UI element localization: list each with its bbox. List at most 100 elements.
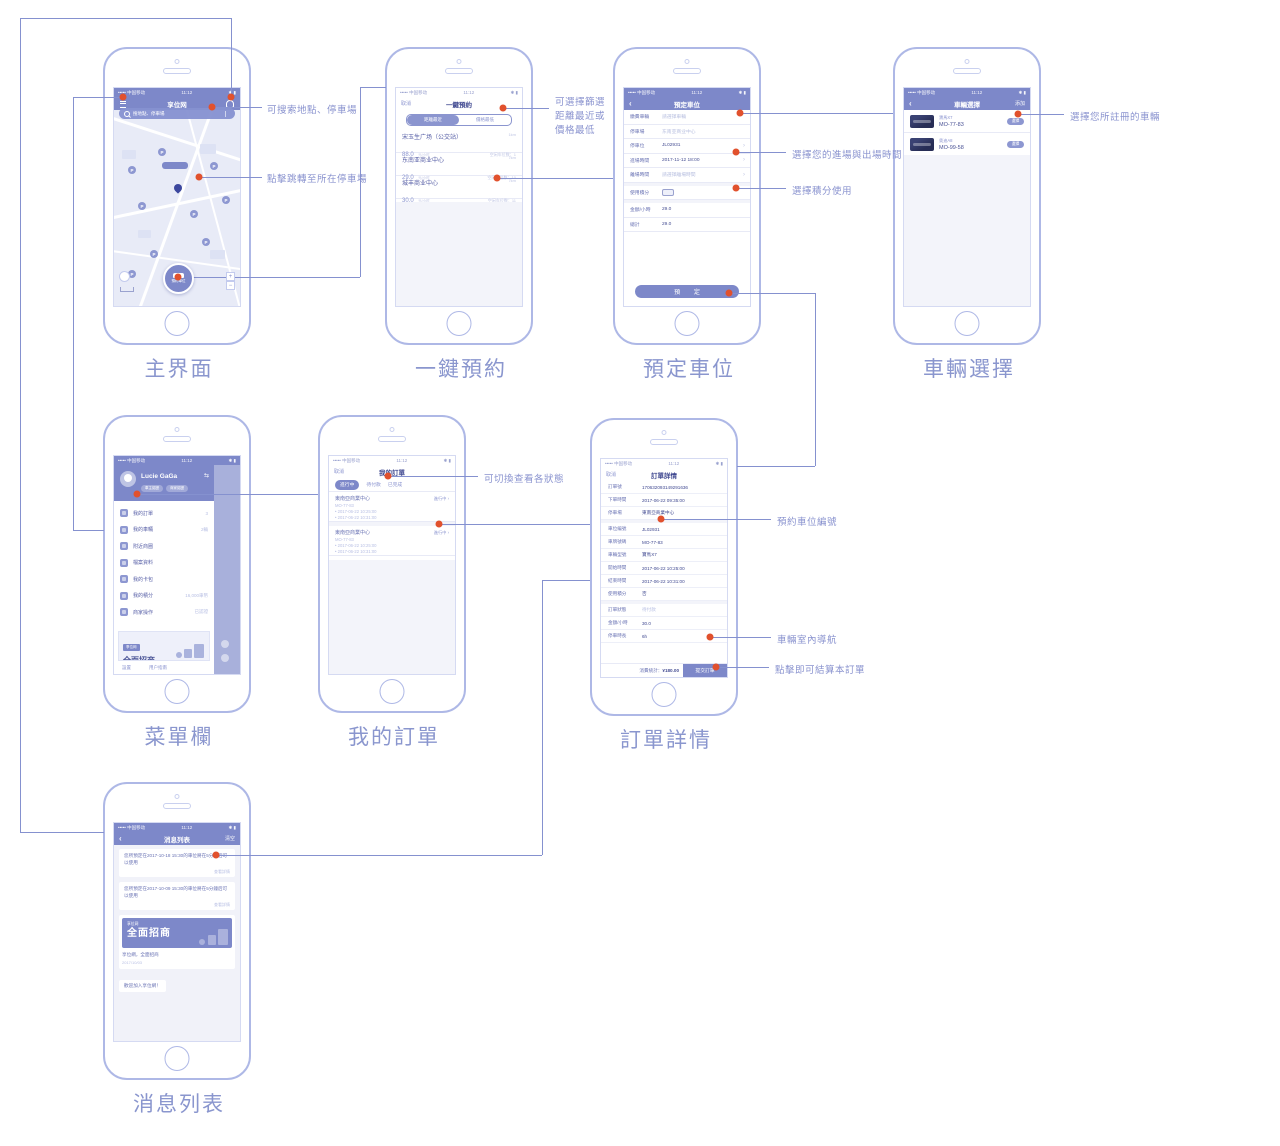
menu-label: 我的訂單 <box>133 510 154 517</box>
user-guide-link[interactable]: 用户指南 <box>149 665 167 670</box>
detail-label: 車位編號 <box>608 526 627 531</box>
lot-distance: 7km <box>508 155 516 160</box>
cancel-button[interactable]: 取消 <box>401 101 412 107</box>
search-bar[interactable]: 搜地點、停車場 <box>119 108 235 119</box>
zoom-out-button[interactable]: − <box>226 281 235 290</box>
status-right: ✱ ▮ <box>443 457 451 463</box>
settings-link[interactable]: 設置 <box>122 665 131 670</box>
tab-in-progress[interactable]: 進行中 <box>335 479 360 490</box>
reserve-spot-button[interactable]: 預約車位 <box>163 263 194 294</box>
home-button[interactable] <box>954 311 980 336</box>
selected-parking-callout[interactable] <box>162 162 188 169</box>
detail-label: 金額/小時 <box>608 620 628 625</box>
parking-marker[interactable]: P <box>210 162 218 170</box>
cost-summary: 消費統計：¥180.00 <box>601 668 683 674</box>
order-card[interactable]: 東南亞商業中心 MO-77-83 • 2017-06-22 10:25:00 •… <box>329 492 455 522</box>
home-button[interactable] <box>446 311 472 336</box>
form-row-points[interactable]: 使用積分 <box>624 186 750 200</box>
order-lot-name: 東南亞商業中心 <box>335 496 371 502</box>
points-toggle[interactable] <box>662 188 674 196</box>
view-detail-link[interactable]: 查看詳情 <box>214 902 230 907</box>
menu-item-wallet[interactable]: 我的卡包 <box>114 571 214 588</box>
back-icon[interactable]: ‹ <box>119 834 122 843</box>
menu-label: 我的車輛 <box>133 527 154 534</box>
order-card[interactable]: 東南亞商業中心 MO-77-83 • 2017-06-22 10:25:00 •… <box>329 526 455 556</box>
submit-reserve-button[interactable]: 預 定 <box>635 285 739 298</box>
home-button[interactable] <box>379 679 405 704</box>
reserve-form: 繳費車輛 請選擇車輛 停車場 东南亚商业中心 停車位 JL02931 › 進場時… <box>624 110 750 232</box>
compass-icon[interactable] <box>119 271 130 282</box>
parking-marker-label: P <box>130 167 134 173</box>
status-bar: ••••• 中国移动 11:12 ✱ ▮ <box>396 88 522 97</box>
row-label: 停車場 <box>630 129 645 135</box>
parking-marker[interactable]: P <box>128 270 136 278</box>
annotation-dot <box>435 520 443 528</box>
annotation-spot-no: 預約車位編號 <box>777 517 838 528</box>
parking-marker[interactable]: P <box>158 148 166 156</box>
menu-item-nearby[interactable]: 附近商圈 <box>114 538 214 555</box>
parking-marker[interactable]: P <box>190 210 198 218</box>
back-icon[interactable]: ‹ <box>629 99 632 108</box>
tab-finished[interactable]: 已完成 <box>387 483 403 488</box>
home-button[interactable] <box>164 1046 190 1071</box>
lot-price-unit: 元/小时 <box>418 199 430 203</box>
switch-account-icon[interactable]: ⇆ <box>203 473 209 479</box>
message-card[interactable]: 您所預定在2017-10-09 15:30的車位將在5分鐘后可以使用 查看詳情 <box>119 882 235 910</box>
dimmed-map-area[interactable] <box>212 465 240 674</box>
promo-banner[interactable]: 享位网 全面招商 <box>122 918 232 948</box>
screen-main-map: ••••• 中国移动 11:12 ✱ ▮ 享位网 <box>113 87 241 307</box>
annotation-line <box>201 177 262 178</box>
speaker-slot <box>378 436 406 442</box>
order-status-link[interactable]: 進行中 › <box>433 530 449 535</box>
tab-nearest[interactable]: 距離最近 <box>407 115 459 125</box>
zoom-in-button[interactable]: + <box>226 272 235 281</box>
clear-messages-button[interactable]: 清空 <box>224 836 235 842</box>
parking-marker[interactable]: P <box>138 202 146 210</box>
home-button[interactable] <box>164 679 190 704</box>
empty-area <box>329 560 455 674</box>
parking-marker[interactable]: P <box>222 196 230 204</box>
tab-cheapest[interactable]: 價格最低 <box>476 117 494 122</box>
detail-label: 開始時間 <box>608 565 627 570</box>
parking-marker[interactable]: P <box>128 166 136 174</box>
connector-line <box>73 530 104 531</box>
parking-marker[interactable]: P <box>150 250 158 258</box>
status-left: ••••• 中国移动 <box>628 89 656 95</box>
promo-message-card[interactable]: 享位网 全面招商 享位網，全面招商 2017/10/03 <box>119 915 235 969</box>
form-row-exit-time[interactable]: 離場時間 請選擇離場時間 › <box>624 168 750 183</box>
menu-item-orders[interactable]: 我的訂單 3 <box>114 505 214 522</box>
menu-item-vehicles[interactable]: 我的車輛 2輛 <box>114 522 214 539</box>
vehicle-row: 奥迪A8 MO-99-58 選擇 <box>904 133 1030 156</box>
message-card[interactable]: 您所預定在2017-10-18 15:30的車位將在5分鐘后可以使用 查看詳情 <box>119 849 235 877</box>
list-item[interactable]: 宋玉生广场（公交站）1km 88.0 元/小时空闲车位数：1 <box>396 130 522 158</box>
settle-order-button[interactable]: 提交訂單 <box>683 664 727 677</box>
back-icon[interactable]: ‹ <box>909 99 912 108</box>
avatar[interactable] <box>120 471 136 487</box>
promo-banner[interactable]: 享位网 全面招商 <box>118 631 210 661</box>
form-row-entry-time[interactable]: 進場時間 2017-11-12 18:00 › <box>624 154 750 168</box>
vehicle-plate: MO-99-58 <box>939 144 964 151</box>
menu-item-merchant[interactable]: 商家操作 已認證 <box>114 604 214 621</box>
home-button[interactable] <box>651 682 677 707</box>
menu-item-profile[interactable]: 檔案資料 <box>114 555 214 572</box>
home-button[interactable] <box>164 311 190 336</box>
select-vehicle-button[interactable]: 選擇 <box>1007 140 1024 148</box>
menu-item-points[interactable]: 我的積分 16,000車幣 <box>114 588 214 605</box>
form-row-vehicle[interactable]: 繳費車輛 請選擇車輛 <box>624 110 750 125</box>
connector-line <box>542 580 590 581</box>
add-vehicle-button[interactable]: 添加 <box>1014 101 1025 107</box>
view-detail-link[interactable]: 查看詳情 <box>214 869 230 874</box>
order-status-link[interactable]: 進行中 › <box>433 496 449 501</box>
cost-summary-value: ¥180.00 <box>662 667 679 673</box>
home-button[interactable] <box>674 311 700 336</box>
tab-unpaid[interactable]: 待付款 <box>366 483 381 488</box>
cancel-button[interactable]: 取消 <box>606 472 617 478</box>
parking-marker[interactable]: P <box>202 238 210 246</box>
vehicle-row: 寶馬X7 MO-77-83 選擇 <box>904 110 1030 133</box>
form-row-spot[interactable]: 停車位 JL02931 › <box>624 139 750 154</box>
menu-icon[interactable] <box>120 101 126 108</box>
select-vehicle-button[interactable]: 選擇 <box>1007 117 1024 125</box>
cancel-button[interactable]: 取消 <box>334 469 345 475</box>
